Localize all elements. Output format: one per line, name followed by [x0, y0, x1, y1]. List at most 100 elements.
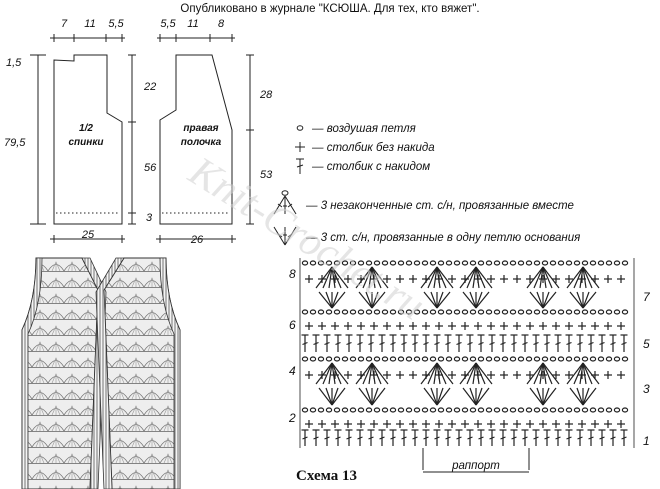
fan-stitch [582, 291, 590, 309]
fan-stitch [459, 266, 477, 289]
dc-stitch-bar [467, 341, 473, 346]
chain-stitch [429, 407, 437, 413]
chain-stitch [533, 309, 541, 315]
back-armhole-height: 22 [143, 81, 156, 93]
back-side-height: 56 [144, 162, 157, 174]
fan-stitch [582, 291, 597, 309]
chain-stitch [429, 260, 437, 266]
fan-stitch [582, 266, 600, 289]
chain-stitch [405, 260, 413, 266]
back-width-2: 11 [84, 18, 95, 30]
chain-stitch [357, 356, 365, 362]
front-side-height: 53 [260, 169, 273, 181]
chain-stitch [469, 407, 477, 413]
back-width-3: 5,5 [108, 18, 124, 30]
fan-stitch [436, 291, 444, 309]
chain-stitch [565, 356, 573, 362]
dc-stitch-bar [610, 341, 616, 346]
dc-stitch-bar [511, 436, 517, 440]
chain-stitch [381, 309, 389, 315]
chain-stitch [437, 407, 445, 413]
chain-stitch [413, 356, 421, 362]
chain-stitch [437, 309, 445, 315]
chain-stitch [581, 356, 589, 362]
dc-stitch-bar [577, 341, 583, 346]
chain-stitch [445, 356, 453, 362]
fan-stitch [368, 266, 373, 289]
fan-stitch [569, 291, 584, 309]
legend-dc3inone-text: — 3 ст. с/н, провязанные в одну петлю ос… [305, 232, 580, 244]
fan-stitch [576, 387, 584, 406]
fan-stitch [542, 362, 547, 385]
dc-stitch-bar [368, 436, 374, 440]
chain-stitch [341, 407, 349, 413]
chain-stitch [453, 407, 461, 413]
chain-stitch [349, 407, 357, 413]
dc-stitch-bar [544, 436, 550, 440]
dc-stitch-bar [434, 436, 440, 440]
fan-stitch [331, 387, 339, 406]
chain-stitch [381, 356, 389, 362]
scheme-row-1: 1 [643, 434, 650, 448]
fan-stitch [420, 362, 438, 385]
fan-stitch [322, 266, 333, 289]
chain-stitch [565, 260, 573, 266]
dc-stitch-bar [335, 341, 341, 346]
chain-stitch [437, 356, 445, 362]
chain-stitch [589, 407, 597, 413]
chain-stitch [549, 309, 557, 315]
fan-stitch [331, 266, 342, 289]
fan-stitch [368, 362, 373, 385]
chain-stitch [309, 407, 317, 413]
chain-stitch [333, 356, 341, 362]
repeat-label: раппорт [451, 460, 500, 472]
chain-stitch [421, 356, 429, 362]
fan-stitch [365, 291, 373, 309]
fan-stitch [436, 266, 447, 289]
chain-stitch [317, 309, 325, 315]
chain-stitch [445, 260, 453, 266]
fan-stitch [566, 266, 584, 289]
legend-sc-text: — столбик без накида [311, 142, 435, 154]
dc-stitch-bar [335, 436, 341, 440]
chain-stitch [309, 356, 317, 362]
chain-stitch [613, 407, 621, 413]
dc-stitch-bar [346, 341, 352, 346]
chain-stitch [469, 260, 477, 266]
chain-stitch [373, 356, 381, 362]
chain-stitch [597, 260, 605, 266]
chain-stitch [373, 407, 381, 413]
dc-stitch-bar [533, 341, 539, 346]
chain-stitch [533, 260, 541, 266]
crochet-scheme: 8 6 4 2 7 5 3 1 раппорт Схема 13 [288, 258, 651, 484]
fan-stitch [582, 266, 593, 289]
chain-stitch [453, 356, 461, 362]
fan-stitch [331, 387, 346, 406]
fan-stitch [371, 266, 389, 289]
dc-stitch-bar [511, 341, 517, 346]
chain-stitch [429, 356, 437, 362]
chain-stitch [333, 407, 341, 413]
fan-stitch [566, 362, 584, 385]
fan-stitch [573, 266, 584, 289]
fan-stitch [355, 266, 373, 289]
dc-stitch-bar [599, 436, 605, 440]
chain-stitch [573, 356, 581, 362]
chain-stitch [493, 260, 501, 266]
dc-stitch-bar [434, 341, 440, 346]
fan-stitch [573, 362, 584, 385]
vest-illustration [21, 257, 181, 489]
fan-stitch [371, 387, 379, 406]
fan-stitch [318, 291, 333, 309]
scheme-row-7: 7 [643, 290, 651, 304]
chain-stitch [549, 260, 557, 266]
dc-stitch-bar [379, 436, 385, 440]
fan-stitch [469, 387, 477, 406]
chain-stitch [325, 356, 333, 362]
chain-stitch [565, 407, 573, 413]
legend-dc3tog-text: — 3 незаконченные ст. с/н, провязанные в… [305, 200, 574, 212]
fan-stitch [371, 362, 376, 385]
chain-stitch [533, 407, 541, 413]
chain-stitch-icon [296, 125, 304, 131]
